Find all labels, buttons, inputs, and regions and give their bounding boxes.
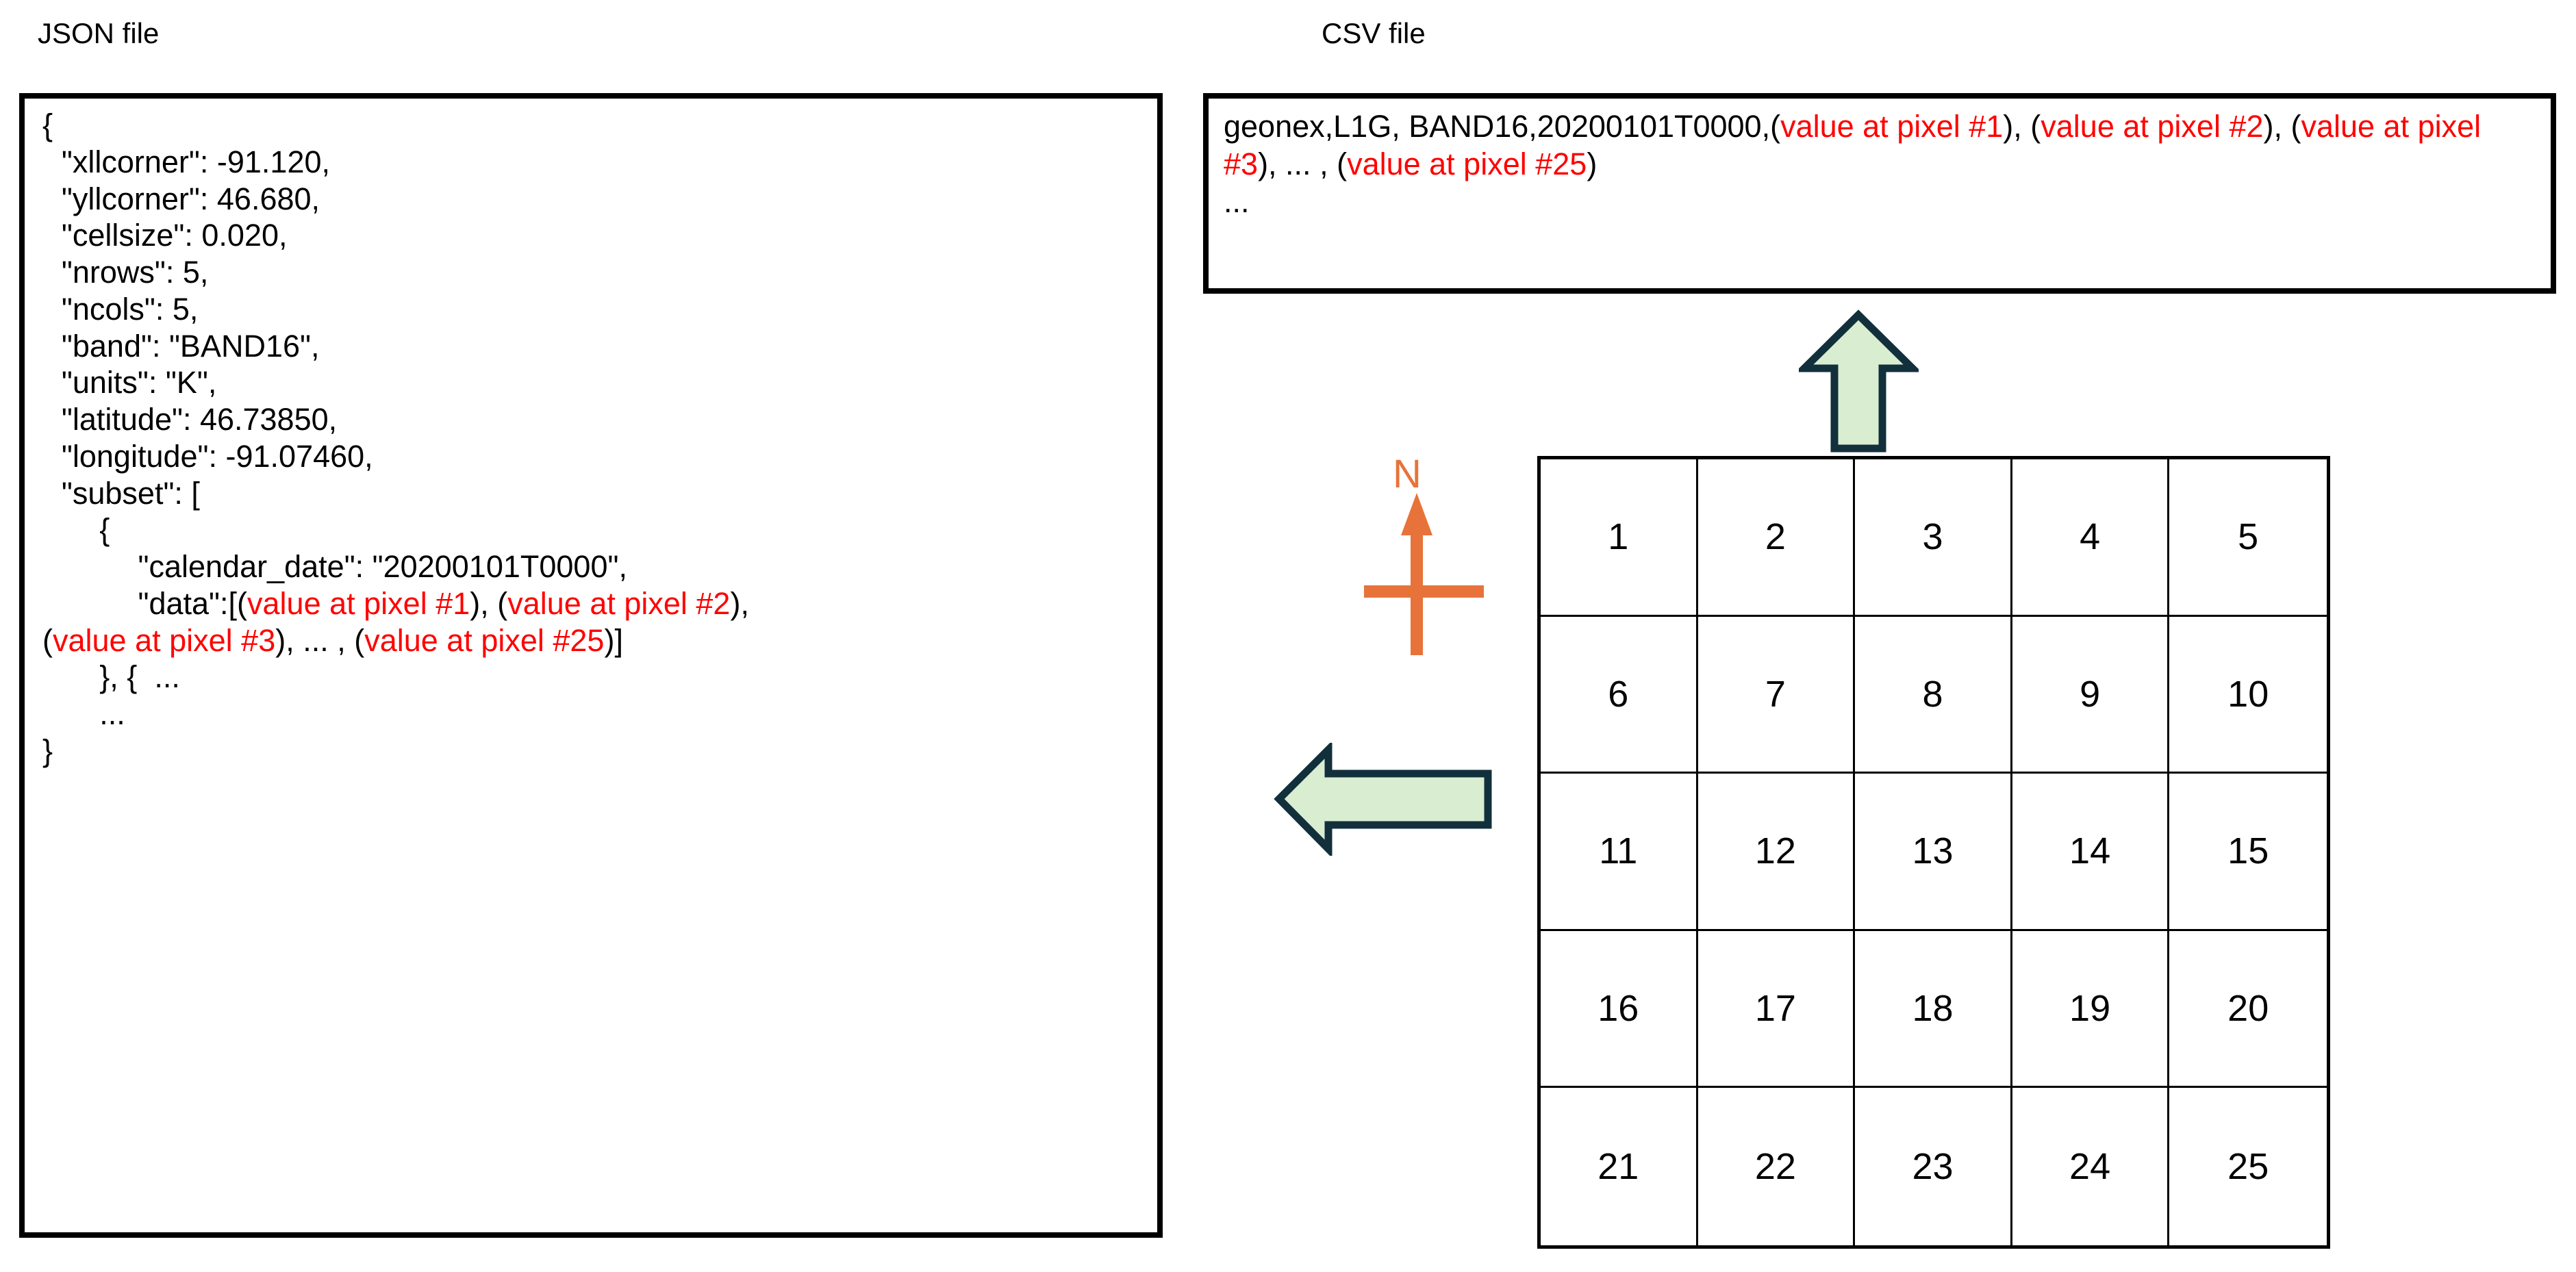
- code-token: ),: [730, 585, 758, 621]
- json-line: "subset": [: [42, 475, 1148, 512]
- pixel-value-placeholder: value at pixel #25: [364, 622, 605, 658]
- code-token: "yllcorner": 46.680,: [61, 181, 320, 216]
- code-token: }: [42, 733, 53, 769]
- code-token: "units": "K",: [61, 365, 217, 400]
- json-line: "latitude": 46.73850,: [42, 401, 1148, 438]
- pixel-cell-6: 6: [1541, 616, 1698, 774]
- code-token: "ncols": 5,: [61, 291, 199, 327]
- json-line: "longitude": -91.07460,: [42, 438, 1148, 475]
- compass-north-label: N: [1393, 452, 1422, 496]
- code-token: ...: [99, 696, 125, 732]
- json-line: "band": "BAND16",: [42, 328, 1148, 365]
- pixel-value-placeholder: value at pixel #2: [2041, 109, 2264, 144]
- column-order-arrow: [1795, 308, 1922, 455]
- code-token: ), ... , (: [1258, 146, 1348, 181]
- pixel-cell-22: 22: [1698, 1088, 1856, 1245]
- pixel-cell-7: 7: [1697, 616, 1856, 774]
- pixel-cell-9: 9: [2012, 616, 2170, 774]
- pixel-value-placeholder: value at pixel #25: [1347, 146, 1587, 181]
- json-line: }, { ...: [42, 659, 1148, 696]
- json-code-text: {"xllcorner": -91.120,"yllcorner": 46.68…: [42, 107, 1148, 769]
- json-line: {: [42, 107, 1148, 144]
- pixel-cell-12: 12: [1697, 774, 1856, 931]
- code-token: ), (: [2263, 109, 2301, 144]
- pixel-cell-14: 14: [2012, 774, 2170, 931]
- pixel-cell-3: 3: [1855, 459, 2012, 617]
- code-token: {: [99, 512, 110, 548]
- code-token: )]: [604, 622, 623, 658]
- pixel-cell-23: 23: [1855, 1088, 2012, 1245]
- north-compass: N: [1364, 455, 1521, 665]
- pixel-cell-25: 25: [2227, 1146, 2269, 1188]
- csv-ellipsis-line: ...: [1224, 183, 1250, 219]
- csv-file-caption: CSV file: [1322, 17, 1426, 49]
- row-order-arrow: [1272, 740, 1495, 858]
- pixel-cell-4: 4: [2012, 459, 2170, 617]
- code-token: "nrows": 5,: [61, 255, 209, 290]
- csv-record-line: geonex,L1G, BAND16,20200101T0000,(value …: [1224, 108, 2541, 183]
- pixel-cell-18: 18: [1855, 930, 2012, 1089]
- code-token: ): [1587, 146, 1598, 181]
- json-line: "calendar_date": "20200101T0000",: [42, 548, 1148, 585]
- pixel-cell-24: 24: [2012, 1088, 2170, 1245]
- compass-cross-icon: [1364, 493, 1484, 655]
- pixel-value-placeholder: value at pixel #1: [1780, 109, 2004, 144]
- pixel-value-placeholder: value at pixel #3: [53, 622, 276, 658]
- json-line: }: [42, 733, 1148, 769]
- json-line: "cellsize": 0.020,: [42, 217, 1148, 254]
- code-token: (: [42, 622, 53, 658]
- pixel-cell-17: 17: [1697, 930, 1856, 1089]
- code-token: "band": "BAND16",: [61, 328, 320, 364]
- json-line: "ncols": 5,: [42, 291, 1148, 328]
- pixel-value-placeholder: value at pixel #3: [1224, 109, 2490, 181]
- pixel-cell-5: 5: [2169, 459, 2327, 617]
- json-data-line: "data":[(value at pixel #1), (value at p…: [42, 585, 1148, 622]
- pixel-cell-21: 21: [1541, 1088, 1698, 1245]
- pixel-value-placeholder: value at pixel #1: [247, 585, 470, 621]
- json-data-line-wrap: (value at pixel #3), ... , (value at pix…: [42, 622, 1148, 659]
- code-token: ), (: [470, 585, 508, 621]
- json-line: ...: [42, 696, 1148, 733]
- json-file-box: {"xllcorner": -91.120,"yllcorner": 46.68…: [19, 93, 1163, 1238]
- pixel-cell-10: 10: [2169, 617, 2327, 774]
- pixel-cell-2: 2: [1697, 459, 1856, 617]
- pixel-cell-20: 20: [2169, 931, 2327, 1089]
- json-line: "units": "K",: [42, 364, 1148, 401]
- csv-code-text: geonex,L1G, BAND16,20200101T0000,(value …: [1224, 108, 2541, 221]
- code-token: "xllcorner": -91.120,: [61, 144, 331, 179]
- code-token: ), (: [2003, 109, 2041, 144]
- pixel-cell-11: 11: [1541, 774, 1698, 931]
- pixel-cell-19: 19: [2012, 930, 2170, 1089]
- csv-file-box: geonex,L1G, BAND16,20200101T0000,(value …: [1203, 93, 2556, 294]
- pixel-cell-1: 1: [1541, 459, 1698, 617]
- pixel-cell-16: 16: [1541, 930, 1698, 1089]
- arrow-up-icon: [1795, 309, 1922, 453]
- code-token: "longitude": -91.07460,: [61, 438, 373, 474]
- json-file-caption: JSON file: [38, 17, 160, 49]
- pixel-cell-13: 13: [1855, 774, 2012, 931]
- code-token: "latitude": 46.73850,: [61, 402, 338, 437]
- pixel-cell-15: 15: [2169, 774, 2327, 931]
- pixel-value-placeholder: value at pixel #2: [507, 585, 731, 621]
- code-token: }, { ...: [99, 659, 180, 695]
- pixel-cell-8: 8: [1855, 616, 2012, 774]
- code-token: "subset": [: [61, 475, 200, 511]
- json-line: "xllcorner": -91.120,: [42, 144, 1148, 181]
- code-token: "calendar_date": "20200101T0000",: [138, 549, 627, 585]
- json-line: "yllcorner": 46.680,: [42, 181, 1148, 218]
- json-line: "nrows": 5,: [42, 254, 1148, 291]
- code-token: ), ... , (: [275, 622, 365, 658]
- arrow-left-icon: [1274, 740, 1492, 858]
- code-token: "cellsize": 0.020,: [61, 218, 288, 253]
- code-token: {: [42, 107, 53, 142]
- code-token: "data":[(: [138, 585, 248, 621]
- json-line: {: [42, 511, 1148, 548]
- code-token: geonex,L1G, BAND16,20200101T0000,(: [1224, 109, 1781, 144]
